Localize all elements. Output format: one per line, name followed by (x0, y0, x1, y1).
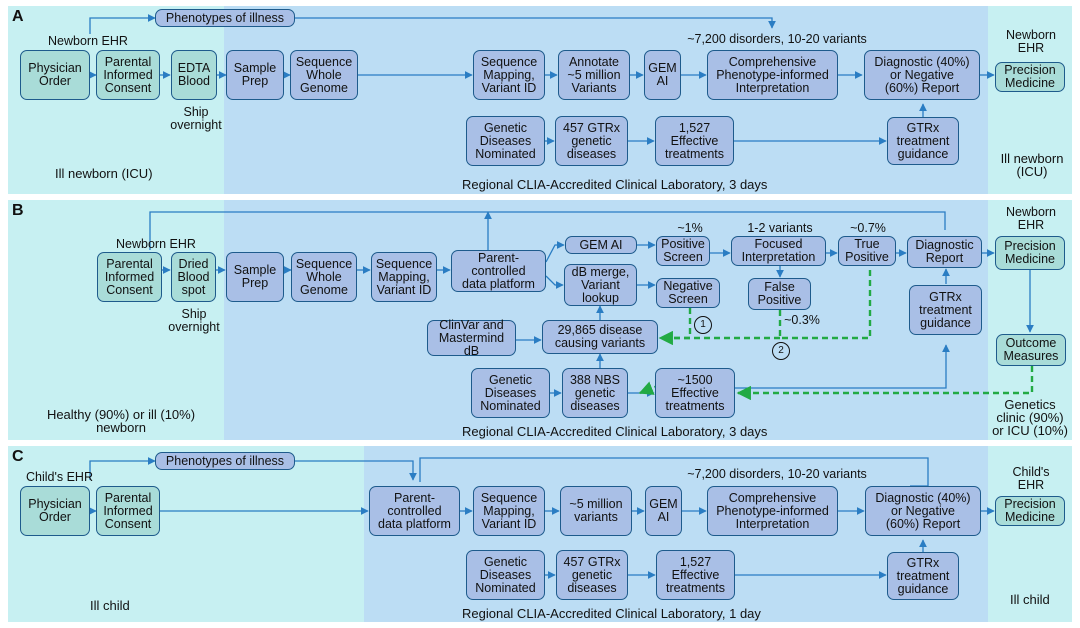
sequence-genome-box: Sequence Whole Genome (291, 252, 357, 302)
true-positive-pct: ~0.7% (850, 221, 886, 235)
clinic-zone (988, 6, 1072, 194)
sequence-mapping-box: Sequence Mapping, Variant ID (473, 50, 545, 100)
nbs-diseases-box: 388 NBS genetic diseases (562, 368, 628, 418)
left-footer: Ill child (90, 598, 130, 613)
negative-screen-box: Negative Screen (656, 278, 720, 308)
focused-interpretation-box: Focused Interpretation (731, 236, 826, 266)
dried-blood-box: Dried Blood spot (171, 252, 216, 302)
physician-order-box: Physician Order (20, 486, 90, 536)
gtrx-diseases-box: 457 GTRx genetic diseases (555, 116, 628, 166)
panel-letter: A (12, 8, 24, 25)
disorders-note: ~7,200 disorders, 10-20 variants (687, 467, 867, 481)
phenotypes-box: Phenotypes of illness (155, 452, 295, 470)
clinvar-box: ClinVar and Mastermind dB (427, 318, 516, 357)
effective-treatments-box: 1,527 Effective treatments (655, 116, 734, 166)
positive-pct: ~1% (677, 221, 703, 235)
precision-medicine-box: Precision Medicine (995, 236, 1065, 270)
clinic-zone (988, 446, 1072, 622)
db-merge-box: dB merge, Variant lookup (564, 264, 637, 306)
hospital-zone (8, 6, 224, 194)
genetic-diseases-box: Genetic Diseases Nominated (466, 550, 545, 600)
parental-consent-box: Parental Informed Consent (96, 50, 160, 100)
ship-overnight-label: Ship overnight (168, 307, 220, 334)
diagnostic-report-box: Diagnostic (40%) or Negative (60%) Repor… (864, 50, 980, 100)
positive-screen-box: Positive Screen (656, 236, 710, 266)
gem-ai-box: GEM AI (645, 486, 682, 536)
right-footer: Ill newborn (ICU) (1000, 151, 1064, 179)
sample-prep-box: Sample Prep (226, 50, 284, 100)
hospital-zone (8, 200, 224, 440)
gtrx-diseases-box: 457 GTRx genetic diseases (556, 550, 628, 600)
gem-ai-box: GEM AI (644, 50, 681, 100)
ehr-label: Newborn EHR (116, 237, 196, 251)
ship-overnight-label: Ship overnight (170, 105, 222, 132)
disease-variants-box: 29,865 disease causing variants (542, 320, 658, 354)
gtrx-guidance-box: GTRx treatment guidance (887, 552, 959, 600)
step-1-marker: 1 (694, 316, 712, 334)
outcome-measures-box: Outcome Measures (996, 334, 1066, 366)
lab-footer: Regional CLIA-Accredited Clinical Labora… (462, 177, 768, 192)
diagnostic-report-box: Diagnostic Report (907, 236, 982, 268)
effective-treatments-box: ~1500 Effective treatments (655, 368, 735, 418)
lab-footer: Regional CLIA-Accredited Clinical Labora… (462, 606, 761, 621)
right-ehr-label: Child's EHR (1012, 465, 1050, 492)
step-2-marker: 2 (772, 342, 790, 360)
gtrx-guidance-box: GTRx treatment guidance (887, 117, 959, 165)
phenotypes-box: Phenotypes of illness (155, 9, 295, 27)
genetic-diseases-box: Genetic Diseases Nominated (466, 116, 545, 166)
parental-consent-box: Parental Informed Consent (97, 252, 162, 302)
left-footer: Healthy (90%) or ill (10%) newborn (46, 407, 196, 435)
sequence-mapping-box: Sequence Mapping, Variant ID (473, 486, 545, 536)
parent-platform-box: Parent- controlled data platform (369, 486, 460, 536)
right-ehr-label: Newborn EHR (1005, 205, 1057, 232)
ehr-label: Child's EHR (26, 470, 93, 484)
false-positive-pct: ~0.3% (784, 313, 820, 327)
false-positive-box: False Positive (748, 278, 811, 310)
parental-consent-box: Parental Informed Consent (96, 486, 160, 536)
panel-letter: C (12, 448, 24, 465)
comprehensive-box: Comprehensive Phenotype-informed Interpr… (707, 486, 838, 536)
sample-prep-box: Sample Prep (226, 252, 284, 302)
effective-treatments-box: 1,527 Effective treatments (656, 550, 735, 600)
diagnostic-report-box: Diagnostic (40%) or Negative (60%) Repor… (865, 486, 981, 536)
gtrx-guidance-box: GTRx treatment guidance (909, 285, 982, 335)
right-footer: Genetics clinic (90%) or ICU (10%) (992, 397, 1068, 438)
comprehensive-box: Comprehensive Phenotype-informed Interpr… (707, 50, 838, 100)
sequence-genome-box: Sequence Whole Genome (290, 50, 358, 100)
physician-order-box: Physician Order (20, 50, 90, 100)
parent-platform-box: Parent- controlled data platform (451, 250, 546, 292)
true-positive-box: True Positive (838, 236, 896, 266)
lab-footer: Regional CLIA-Accredited Clinical Labora… (462, 424, 768, 439)
disorders-note: ~7,200 disorders, 10-20 variants (687, 32, 867, 46)
five-million-box: ~5 million variants (560, 486, 632, 536)
right-footer: Ill child (1010, 592, 1050, 607)
sequence-mapping-box: Sequence Mapping, Variant ID (371, 252, 437, 302)
panel-letter: B (12, 202, 24, 219)
panel-a: A (8, 6, 1072, 194)
gem-ai-box: GEM AI (565, 236, 637, 254)
edta-blood-box: EDTA Blood (171, 50, 217, 100)
variants-note: 1-2 variants (747, 221, 813, 235)
genetic-diseases-box: Genetic Diseases Nominated (471, 368, 550, 418)
left-footer: Ill newborn (ICU) (55, 166, 153, 181)
precision-medicine-box: Precision Medicine (995, 496, 1065, 526)
ehr-label: Newborn EHR (48, 34, 128, 48)
precision-medicine-box: Precision Medicine (995, 62, 1065, 92)
annotate-box: Annotate ~5 million Variants (558, 50, 630, 100)
right-ehr-label: Newborn EHR (1005, 28, 1057, 55)
